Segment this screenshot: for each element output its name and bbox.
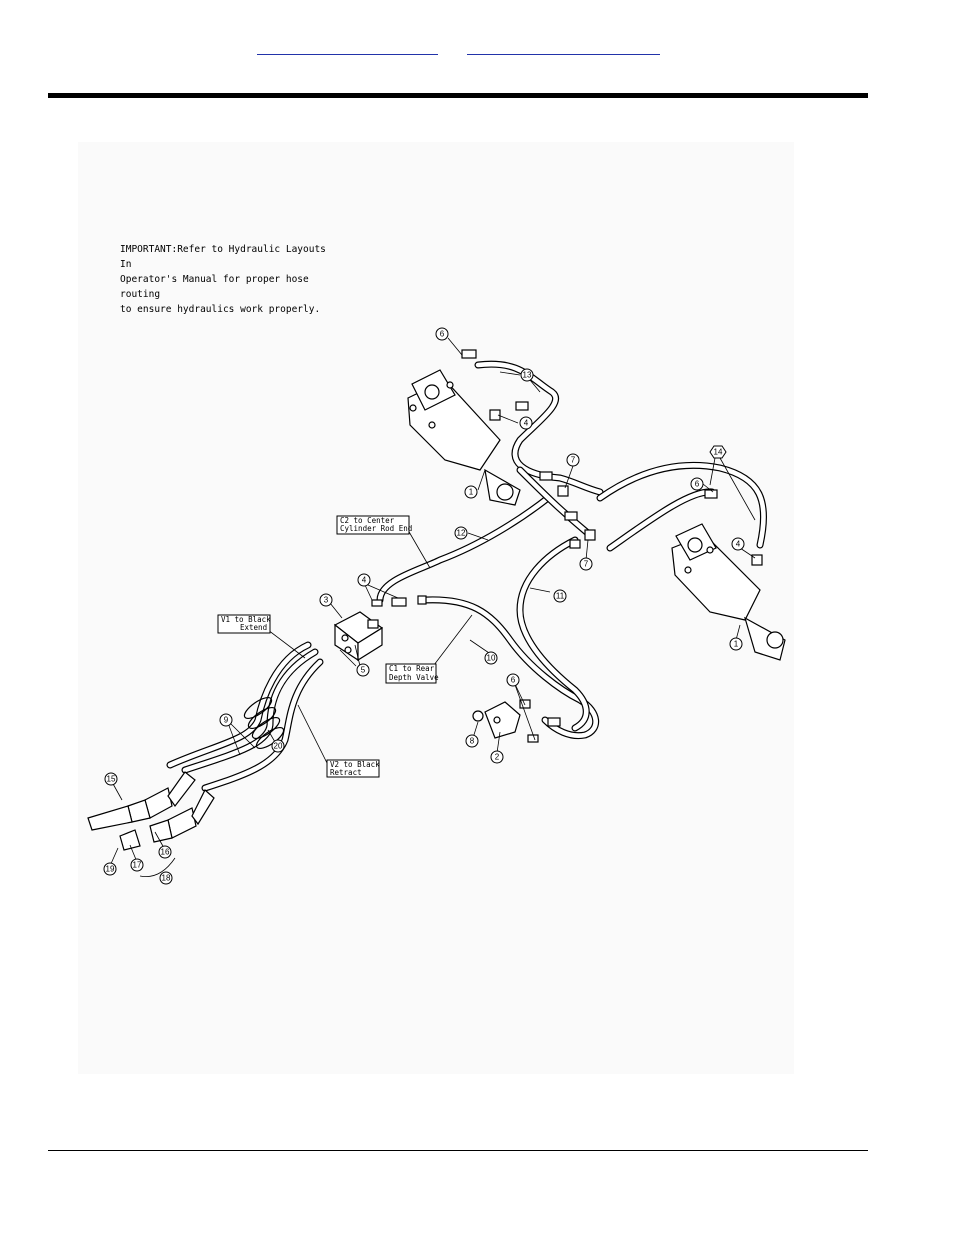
svg-text:10: 10 bbox=[487, 654, 496, 663]
balloon-4-block: 4 bbox=[358, 574, 370, 586]
svg-text:Cylinder Rod End: Cylinder Rod End bbox=[340, 524, 412, 533]
svg-text:14: 14 bbox=[714, 448, 723, 457]
svg-text:2: 2 bbox=[495, 753, 500, 762]
svg-text:17: 17 bbox=[133, 861, 142, 870]
svg-text:Extend: Extend bbox=[240, 623, 267, 632]
balloon-16: 16 bbox=[159, 846, 171, 858]
svg-text:7: 7 bbox=[571, 456, 576, 465]
callout-v1: V1 to Black Extend bbox=[218, 615, 271, 633]
svg-text:C1 to Rear: C1 to Rear bbox=[389, 664, 435, 673]
svg-text:12: 12 bbox=[457, 529, 466, 538]
balloon-20: 20 bbox=[272, 740, 284, 752]
balloon-14: 14 bbox=[710, 446, 726, 458]
cylinder-top bbox=[408, 370, 520, 505]
svg-text:19: 19 bbox=[106, 865, 115, 874]
svg-text:16: 16 bbox=[161, 848, 170, 857]
balloon-10: 10 bbox=[485, 652, 497, 664]
balloon-11: 11 bbox=[554, 590, 566, 602]
balloon-6-right: 6 bbox=[691, 478, 703, 490]
balloon-6-valve: 6 bbox=[507, 674, 519, 686]
balloon-4-right: 4 bbox=[732, 538, 744, 550]
svg-text:4: 4 bbox=[362, 576, 367, 585]
balloon-4-top: 4 bbox=[520, 417, 532, 429]
svg-text:Depth Valve: Depth Valve bbox=[389, 673, 439, 682]
svg-text:1: 1 bbox=[734, 640, 739, 649]
balloon-1-top: 1 bbox=[465, 486, 477, 498]
svg-text:Retract: Retract bbox=[330, 768, 362, 777]
svg-text:1: 1 bbox=[469, 488, 474, 497]
balloon-7-top: 7 bbox=[567, 454, 579, 466]
svg-text:13: 13 bbox=[523, 371, 532, 380]
balloon-2: 2 bbox=[491, 751, 503, 763]
svg-text:20: 20 bbox=[274, 742, 283, 751]
callout-c2: C2 to Center Cylinder Rod End bbox=[337, 516, 412, 534]
svg-text:8: 8 bbox=[470, 737, 475, 746]
balloon-18: 18 bbox=[160, 872, 172, 884]
balloon-13: 13 bbox=[521, 369, 533, 381]
balloon-8: 8 bbox=[466, 735, 478, 747]
svg-text:15: 15 bbox=[107, 775, 116, 784]
balloon-19: 19 bbox=[104, 863, 116, 875]
hose-13 bbox=[478, 364, 600, 492]
callout-v2: V2 to Black Retract bbox=[327, 760, 380, 777]
balloon-3: 3 bbox=[320, 594, 332, 606]
balloon-12: 12 bbox=[455, 527, 467, 539]
svg-text:5: 5 bbox=[361, 666, 366, 675]
svg-text:18: 18 bbox=[162, 874, 171, 883]
balloon-6-top: 6 bbox=[436, 328, 448, 340]
svg-text:6: 6 bbox=[511, 676, 516, 685]
svg-text:4: 4 bbox=[524, 419, 529, 428]
svg-text:3: 3 bbox=[324, 596, 329, 605]
cylinder-right bbox=[672, 524, 785, 660]
balloon-9: 9 bbox=[220, 714, 232, 726]
valve-block bbox=[335, 600, 382, 660]
balloon-7-mid: 7 bbox=[580, 558, 592, 570]
callout-c1: C1 to Rear Depth Valve bbox=[386, 664, 439, 683]
svg-text:6: 6 bbox=[695, 480, 700, 489]
balloon-5: 5 bbox=[357, 664, 369, 676]
svg-text:7: 7 bbox=[584, 560, 589, 569]
balloon-15: 15 bbox=[105, 773, 117, 785]
svg-text:6: 6 bbox=[440, 330, 445, 339]
balloon-1-right: 1 bbox=[730, 638, 742, 650]
svg-text:4: 4 bbox=[736, 540, 741, 549]
footer-rule bbox=[48, 1150, 868, 1151]
svg-text:9: 9 bbox=[224, 716, 229, 725]
balloon-17: 17 bbox=[131, 859, 143, 871]
svg-text:11: 11 bbox=[556, 592, 565, 601]
